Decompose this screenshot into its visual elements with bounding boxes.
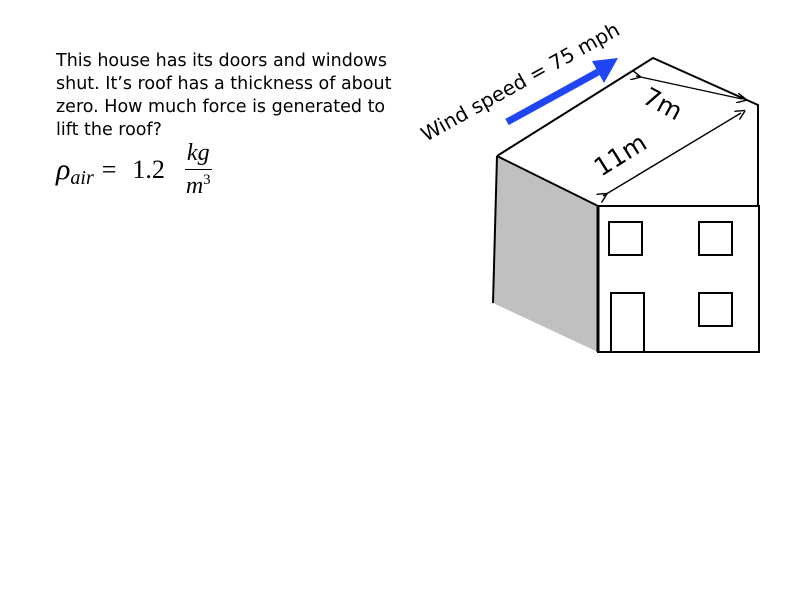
side-wall-front-edge bbox=[492, 155, 498, 304]
rho-symbol: ρ bbox=[56, 153, 71, 186]
unit-numerator: kg bbox=[184, 140, 212, 170]
roof-width-label: 7m bbox=[638, 82, 687, 127]
unit-denominator-base: m bbox=[185, 173, 204, 199]
unit-denominator-exponent: 3 bbox=[203, 172, 211, 188]
window-bottom-right bbox=[698, 292, 733, 327]
wind-arrow-shaft bbox=[505, 68, 600, 126]
air-density-formula: ρ air = 1.2 kg m3 bbox=[56, 140, 212, 200]
density-value: 1.2 bbox=[132, 155, 165, 184]
side-wall-top-edge bbox=[496, 155, 599, 207]
density-unit-fraction: kg m3 bbox=[184, 140, 212, 200]
house-side-wall bbox=[493, 156, 598, 352]
wind-speed-label: Wind speed = 75 mph bbox=[417, 17, 624, 146]
house-front-wall bbox=[597, 205, 760, 353]
length-dimension-arrow bbox=[603, 113, 741, 196]
window-top-left bbox=[608, 221, 643, 256]
equals-sign: = bbox=[101, 155, 117, 184]
roof-length-label: 11m bbox=[589, 128, 652, 182]
window-top-right bbox=[698, 221, 733, 256]
question-text: This house has its doors and windows shu… bbox=[56, 51, 392, 140]
front-door bbox=[610, 292, 645, 352]
rho-subscript: air bbox=[70, 166, 94, 189]
wind-arrow-head bbox=[592, 58, 618, 83]
width-dimension-arrow bbox=[636, 76, 742, 99]
unit-denominator: m3 bbox=[186, 170, 211, 200]
